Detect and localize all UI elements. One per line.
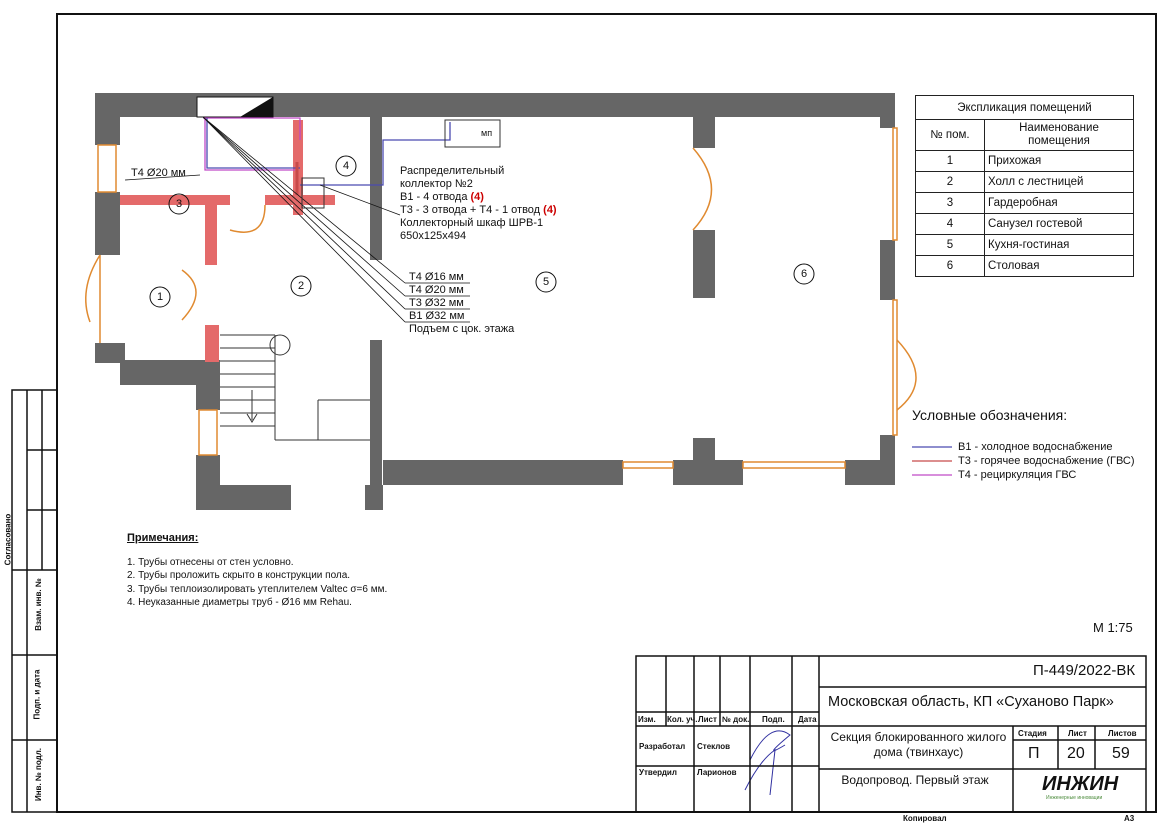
room-markers [149,155,815,308]
scale: М 1:75 [1093,620,1133,635]
drawing-code: П-449/2022-ВК [1033,662,1136,679]
stamp-header: Кол. уч. [667,715,698,724]
riser-label: Т4 Ø16 мм [409,271,464,283]
room-number: 2 [298,280,305,292]
riser-label: В1 Ø32 мм [409,310,465,322]
title-block-grid [635,655,1147,813]
sheet-label: Лист [1068,729,1087,738]
legend-item: Т3 - горячее водоснабжение (ГВС) [958,455,1135,467]
stamp-header: Дата [798,715,817,724]
legend-item: В1 - холодное водоснабжение [958,441,1113,453]
riser-label: Т3 Ø32 мм [409,297,464,309]
cell: 2 [915,171,985,193]
collector-t3: Т3 - 3 отвода + Т4 - 1 отвод [400,204,541,216]
notes: Примечания: 1. Трубы отнесены от стен ус… [127,532,387,610]
collector-line: Т3 - 3 отвода + Т4 - 1 отвод (4) [400,204,557,217]
room-number: 1 [157,291,164,303]
cell: Гардеробная [984,192,1134,214]
sheet-number: 20 [1067,745,1085,762]
note-item: 4. Неуказанные диаметры труб - Ø16 мм Re… [127,597,352,608]
signature [744,730,791,796]
cell: Санузел гостевой [984,213,1134,235]
collector-line: В1 - 4 отвода (4) [400,191,557,204]
partitions [120,120,335,362]
collector-line: Коллекторный шкаф ШРВ-1 [400,217,544,229]
cell: Прихожая [984,150,1134,172]
note-item: 3. Трубы теплоизолировать утеплителем Va… [127,583,388,595]
collector-line: коллектор №2 [400,178,473,190]
riser-note: Подъем с цок. этажа [409,323,515,335]
role: Утвердил [639,768,677,777]
cell: Кухня-гостиная [984,234,1134,256]
count: (4) [543,204,557,216]
stage: П [1028,745,1040,762]
side-vzam: Взам. инв. № [33,578,43,631]
side-inv: Инв. № подл. [34,747,44,802]
person: Стеклов [697,742,731,751]
collector-note: Распределительный коллектор №2 В1 - 4 от… [400,165,557,243]
stamp-header: Изм. [638,715,656,724]
stamp-header: Лист [698,715,717,724]
col-header: № пом. [915,119,985,151]
legend-lines [912,446,952,476]
role: Разработал [639,742,686,751]
cell: Холл с лестницей [984,171,1134,193]
note-item: 1. Трубы отнесены от стен условно. [127,556,294,568]
collector-b1: В1 - 4 отвода [400,191,468,203]
riser-labels: Т4 Ø16 мм Т4 Ø20 мм Т3 Ø32 мм В1 Ø32 мм … [409,271,514,336]
logo-tagline: Инженерные инновации [1046,795,1103,801]
copied-label: Копировал [903,814,947,823]
room-number: 3 [176,198,183,210]
object-name: Секция блокированного жилого дома (твинх… [830,730,1007,759]
notes-title: Примечания: [127,532,199,544]
cell: 5 [915,234,985,256]
stamp-header: № док. [722,715,750,724]
side-podp: Подп. и дата [32,669,42,720]
room-number: 5 [543,276,550,288]
location: Московская область, КП «Суханово Парк» [828,694,1114,710]
stairs [220,334,370,441]
side-stamp-grid [11,389,58,813]
side-agreed: Согласовано [3,513,13,566]
person: Ларионов [697,768,737,777]
collector-line: 650х125х494 [400,230,467,242]
legend-item: Т4 - рециркуляция ГВС [958,469,1077,481]
pipes [203,117,451,195]
legend-title: Условные обозначения: [912,407,1068,423]
collector-line: Распределительный [400,165,505,177]
riser-label: Т4 Ø20 мм [409,284,464,296]
stage-label: Стадия [1018,729,1047,738]
col-header: Наименование помещения [984,119,1134,151]
company-logo: ИНЖИН [1042,773,1119,795]
stamp-header: Подп. [762,715,785,724]
sheet-count: 59 [1112,745,1130,762]
sheets-label: Листов [1108,729,1137,738]
cell: 3 [915,192,985,214]
mp-label: мп [481,128,493,138]
sheet-title: Водопровод. Первый этаж [841,773,989,787]
windows [85,127,917,469]
cell: 4 [915,213,985,235]
cell: Столовая [984,255,1134,277]
explication-table: Экспликация помещений № пом.Наименование… [915,95,1134,277]
leader-lines [124,116,470,323]
table-title: Экспликация помещений [915,95,1134,120]
cell: 1 [915,150,985,172]
note-item: 2. Трубы проложить скрыто в конструкции … [127,570,351,581]
room-number: 6 [801,268,808,280]
paper-format: А3 [1124,814,1135,823]
cell: 6 [915,255,985,277]
room-number: 4 [343,160,350,172]
count: (4) [470,191,484,203]
pipe-label-t4: T4 Ø20 мм [131,167,186,179]
